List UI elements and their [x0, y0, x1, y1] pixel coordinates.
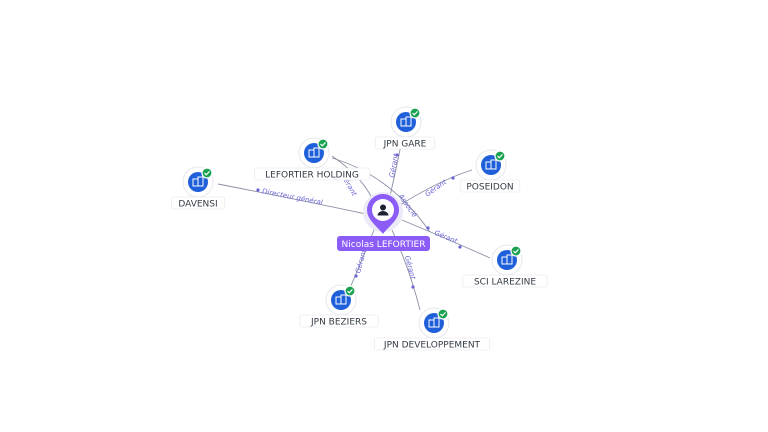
label-background — [299, 314, 379, 328]
label-background — [254, 167, 371, 181]
company-node-sci-larezine[interactable]: SCI LAREZINE — [462, 244, 548, 288]
building-icon — [400, 116, 412, 127]
edge-arrow — [451, 176, 455, 180]
edge-label: Gérant — [433, 229, 459, 246]
label-background — [462, 274, 548, 288]
label-background — [459, 179, 521, 193]
building-icon — [335, 294, 347, 305]
person-icon — [377, 204, 389, 216]
company-label: DAVENSI — [178, 200, 217, 210]
company-node-jpn-beziers[interactable]: JPN BEZIERS — [299, 284, 379, 328]
company-node-davensi[interactable]: DAVENSI — [171, 166, 226, 210]
edge-line — [349, 229, 375, 289]
edge-davensi: Directeur général — [217, 183, 367, 215]
verified-check-icon — [494, 150, 506, 162]
edge-arrow — [458, 245, 462, 249]
company-node-jpn-gare[interactable]: JPN GARE — [374, 106, 436, 150]
edge-label: Gérant — [354, 249, 368, 275]
company-node-lefortier-holding[interactable]: LEFORTIER HOLDING — [254, 137, 371, 181]
verified-check-icon — [510, 245, 522, 257]
check-mark — [497, 153, 503, 159]
check-mark — [320, 141, 326, 147]
check-mark — [347, 288, 353, 294]
check-mark — [204, 170, 210, 176]
edge-line — [401, 219, 491, 259]
label-background — [171, 196, 226, 210]
edge-arrow — [354, 274, 358, 278]
company-label: JPN GARE — [383, 140, 427, 150]
check-mark — [440, 311, 446, 317]
label-background — [374, 136, 436, 150]
company-label: POSEIDON — [466, 183, 513, 193]
edge-arrow — [256, 188, 260, 192]
edge-arrow — [411, 285, 415, 289]
center-name: Nicolas LEFORTIER — [342, 240, 426, 250]
building-icon — [485, 159, 497, 170]
verified-check-icon — [437, 308, 449, 320]
building-icon — [501, 254, 513, 265]
edge-line — [331, 157, 431, 233]
edge-arrow — [395, 153, 399, 157]
verified-check-icon — [409, 107, 421, 119]
edge-label: Gérant — [388, 153, 400, 178]
edge-label: Gérant — [403, 255, 417, 281]
company-label: SCI LAREZINE — [474, 278, 536, 288]
check-mark — [513, 248, 519, 254]
edge-line — [217, 183, 367, 215]
edge-arrow — [426, 226, 430, 230]
company-label: JPN DEVELOPPEMENT — [383, 341, 481, 351]
nodes-layer: DAVENSI LEFORTIER HOLDING JPN GARE POSEIDON… — [171, 106, 548, 351]
check-mark — [412, 110, 418, 116]
company-node-jpn-developpement[interactable]: JPN DEVELOPPEMENT — [373, 307, 490, 351]
verified-check-icon — [201, 167, 213, 179]
edge-label: Gérant — [424, 178, 449, 199]
center-name-badge — [337, 236, 430, 251]
building-icon — [192, 176, 204, 187]
verified-check-icon — [344, 285, 356, 297]
verified-check-icon — [317, 138, 329, 150]
label-background — [373, 337, 490, 351]
company-label: LEFORTIER HOLDING — [265, 171, 359, 181]
center-person-node[interactable]: Nicolas LEFORTIER — [337, 192, 430, 251]
edge-label: Directeur général — [261, 187, 323, 207]
company-node-poseidon[interactable]: POSEIDON — [459, 149, 521, 193]
edge-line — [399, 169, 473, 206]
building-icon — [308, 147, 320, 158]
company-label: JPN BEZIERS — [310, 318, 367, 328]
building-icon — [428, 317, 440, 328]
